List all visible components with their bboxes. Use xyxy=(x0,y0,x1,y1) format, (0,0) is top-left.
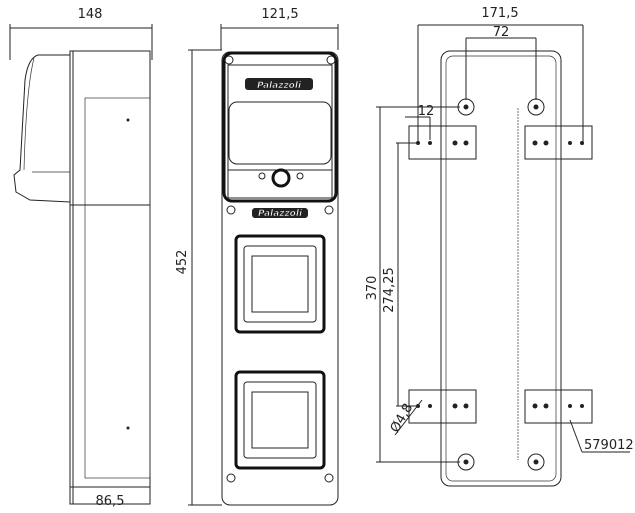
socket-lower xyxy=(234,370,326,470)
dimension-label-148: 148 xyxy=(78,7,103,22)
socket-upper xyxy=(234,234,326,334)
dimension-label-171-5: 171,5 xyxy=(481,6,518,21)
top-lid xyxy=(222,51,338,203)
back-plate xyxy=(440,50,562,487)
brand-logo: Palazzoli xyxy=(257,81,302,91)
dimension-label-452: 452 xyxy=(175,250,190,275)
dimension-label-72: 72 xyxy=(493,25,510,40)
dimension-label-370: 370 xyxy=(365,276,380,301)
window xyxy=(228,101,332,165)
back-view: 171,5 72 12 370 274,25 Ø4,8 xyxy=(365,6,634,487)
dimension-label-121-5: 121,5 xyxy=(261,7,298,22)
dimension-label-274-25: 274,25 xyxy=(382,267,397,313)
front-view: 121,5 452 Palazzoli Palazzoli xyxy=(175,7,339,506)
dimension-label-hole-diameter: Ø4,8 xyxy=(388,401,416,435)
dimension-label-86-5: 86,5 xyxy=(96,494,125,509)
lid-profile xyxy=(13,54,71,203)
mounting-brackets xyxy=(408,125,593,424)
part-number-label: 579012 xyxy=(584,438,634,453)
lock-knob xyxy=(271,168,291,188)
dimension-label-12: 12 xyxy=(418,104,435,119)
side-view: 148 86,5 xyxy=(9,7,153,509)
brand-logo-small: Palazzoli xyxy=(258,209,303,219)
body-profile xyxy=(69,50,151,505)
